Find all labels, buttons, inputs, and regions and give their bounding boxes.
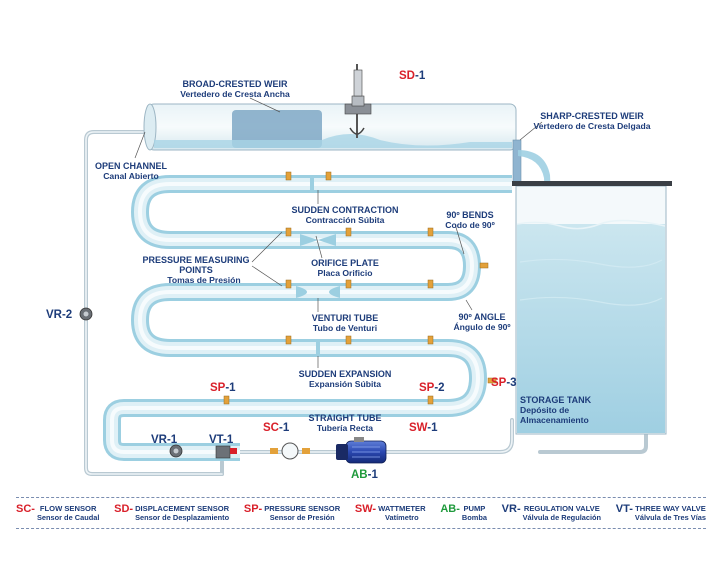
legend-es: Válvula de Tres Vías <box>634 513 706 522</box>
legend-code: VT- <box>615 503 633 515</box>
legend-en: PUMP <box>463 504 486 513</box>
tag-sc1: SC-1 <box>263 422 290 434</box>
legend-es: Sensor de Caudal <box>36 513 100 522</box>
pressure-points-label-es: Tomas de Presión <box>167 275 240 285</box>
tag-sw1: SW-1 <box>409 422 438 434</box>
legend-code: SP- <box>243 503 263 515</box>
hydraulic-circuit-diagram: BROAD-CRESTED WEIR Vertedero de Cresta A… <box>46 64 672 481</box>
sudden-contraction-label-es: Contracción Súbita <box>306 215 385 225</box>
regulation-valve-vr2[interactable] <box>79 307 93 321</box>
storage-tank-label-en: STORAGE TANK <box>520 395 592 405</box>
legend-es: Válvula de Regulación <box>522 513 602 522</box>
tag-vr1: VR-1 <box>151 434 178 446</box>
leader-lines <box>134 97 543 368</box>
legend-en: WATTMETER <box>378 504 426 513</box>
three-way-valve-vt1[interactable] <box>215 445 237 459</box>
open-channel <box>143 103 517 151</box>
broad-crested-weir-block <box>232 110 322 148</box>
flow-sensor-sc1 <box>270 442 310 460</box>
legend-es: Bomba <box>461 513 487 522</box>
tag-sd1: SD-1 <box>399 70 426 82</box>
legend-en: REGULATION VALVE <box>523 504 600 513</box>
broad-weir-label-en: BROAD-CRESTED WEIR <box>183 79 288 89</box>
straight-tube-label-es: Tubería Recta <box>317 423 373 433</box>
channel-water <box>154 134 512 148</box>
legend-code: SC- <box>16 503 35 515</box>
tag-sp3: SP-3 <box>491 377 517 389</box>
legend-code: VR- <box>501 503 521 515</box>
pipe-features <box>296 176 340 355</box>
tag-sp2: SP-2 <box>419 382 445 394</box>
displacement-sensor <box>344 64 372 138</box>
tag-vt1: VT-1 <box>209 434 234 446</box>
component-tags: SD-1 VR-2 SP-1 SP-2 SP-3 SC-1 SW-1 VR-1 … <box>46 70 517 481</box>
sudden-contraction-label-en: SUDDEN CONTRACTION <box>292 205 399 215</box>
bends-90-label-en: 90º BENDS <box>446 210 493 220</box>
venturi-tube-label-es: Tubo de Venturi <box>313 323 377 333</box>
sudden-expansion-label-es: Expansión Súbita <box>309 379 381 389</box>
serpentine-pipe <box>103 175 512 461</box>
storage-tank-label-es2: Almacenamiento <box>520 415 589 425</box>
tag-vr2: VR-2 <box>46 309 72 321</box>
legend-es: Sensor de Desplazamiento <box>135 513 230 522</box>
angle-90-label-en: 90º ANGLE <box>459 312 506 322</box>
return-pipes-inner <box>85 131 513 475</box>
legend-en: DISPLACEMENT SENSOR <box>135 504 230 513</box>
storage-tank <box>508 181 672 435</box>
legend-code: AB- <box>440 503 460 515</box>
sudden-expansion-label-en: SUDDEN EXPANSION <box>299 369 392 379</box>
regulation-valve-vr1[interactable] <box>169 444 183 458</box>
pressure-points-label-en2: POINTS <box>179 265 213 275</box>
tag-sp1: SP-1 <box>210 382 236 394</box>
legend-en: FLOW SENSOR <box>39 504 97 513</box>
open-channel-label-en: OPEN CHANNEL <box>95 161 168 171</box>
tag-ab1: AB-1 <box>351 469 378 481</box>
sharp-weir-label-en: SHARP-CRESTED WEIR <box>540 111 644 121</box>
venturi-tube-label-en: VENTURI TUBE <box>312 313 379 323</box>
orifice-plate-label-es: Placa Orificio <box>318 268 373 278</box>
bends-90-label-es: Codo de 90º <box>445 220 494 230</box>
sharp-weir-label-es: Vertedero de Cresta Delgada <box>533 121 650 131</box>
pressure-taps <box>223 171 497 405</box>
angle-90-label-es: Ángulo de 90º <box>453 322 510 332</box>
legend-en: PRESSURE SENSOR <box>264 504 341 513</box>
open-channel-label-es: Canal Abierto <box>103 171 159 181</box>
legend-es: Vatímetro <box>385 513 419 522</box>
labels: BROAD-CRESTED WEIR Vertedero de Cresta A… <box>95 79 651 433</box>
orifice-plate-label-en: ORIFICE PLATE <box>311 258 379 268</box>
pump-ab1 <box>336 437 387 464</box>
pressure-points-label-en1: PRESSURE MEASURING <box>142 255 249 265</box>
storage-tank-label-es1: Depósito de <box>520 405 569 415</box>
legend-code: SD- <box>114 503 134 515</box>
legend-code: SW- <box>354 503 377 515</box>
tank-water <box>517 224 665 433</box>
broad-weir-label-es: Vertedero de Cresta Ancha <box>180 89 290 99</box>
legend-es: Sensor de Presión <box>269 513 335 522</box>
straight-tube-label-en: STRAIGHT TUBE <box>309 413 382 423</box>
legend-en: THREE WAY VALVE <box>635 504 706 513</box>
